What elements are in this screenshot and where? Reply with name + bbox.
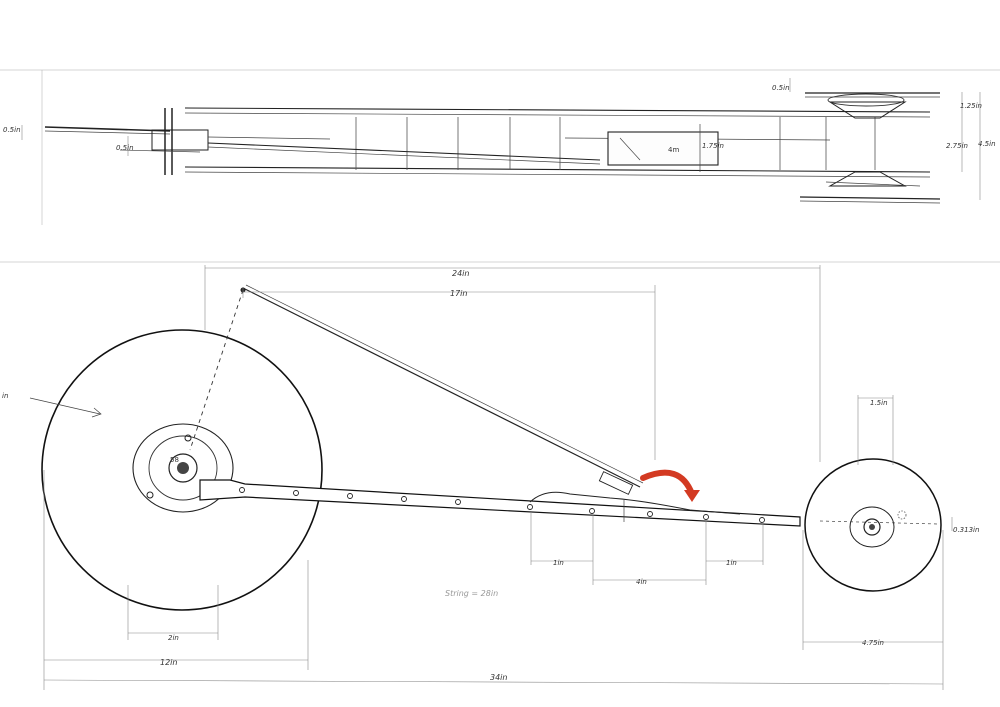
top-view: 4m 1.75in 0.5in 0.5in 0.5in 1.25in 2.75i… — [3, 78, 996, 204]
right-middle-dim: 2.75in — [946, 142, 968, 150]
large-wheel-axle — [168, 453, 198, 483]
left-span-dim: 12in — [160, 658, 177, 667]
lever-rod-edge — [245, 284, 644, 484]
axle-centerline — [819, 520, 939, 525]
lever-rod — [242, 287, 641, 488]
side-view: 58 in — [2, 265, 979, 690]
string-length-note: String = 28in — [445, 589, 498, 598]
dimension-lines — [43, 267, 953, 685]
hub-stamp: 58 — [170, 456, 179, 464]
trap-spring — [619, 137, 641, 161]
front-axle — [44, 126, 171, 132]
chassis-rail-top-inner — [184, 112, 931, 118]
lever-arm — [207, 142, 601, 161]
rear-bracket-base — [825, 181, 921, 187]
radius-leader-arrow — [91, 407, 102, 418]
trap-stamp: 4m — [668, 146, 679, 154]
rear-bracket-top — [828, 101, 907, 119]
front-bracket-base — [119, 149, 201, 153]
hub-bolt — [184, 434, 192, 442]
small-wheel-top-dim: 1.5in — [870, 399, 888, 407]
left-gap-dim: 1in — [553, 559, 564, 567]
small-wheel-axle — [863, 518, 881, 536]
mousetrap-side — [529, 491, 741, 515]
small-axle-offset-dim: 0.313in — [953, 526, 979, 534]
front-axle-edge — [44, 130, 171, 135]
chassis-rail-bottom — [184, 166, 931, 173]
chassis-rail-bottom-inner — [184, 171, 931, 178]
right-gap-dim: 1in — [726, 559, 737, 567]
front-link — [207, 136, 331, 140]
right-span-dim: 4.75in — [862, 639, 884, 647]
large-wheel-hub-inner — [148, 435, 218, 501]
large-wheel-radius-dim: in — [2, 392, 8, 400]
overall-top-dim: 24in — [452, 269, 469, 278]
rear-wheel-top — [827, 93, 905, 107]
middle-gap-dim: 4in — [636, 578, 647, 586]
small-wheel-hub — [849, 506, 895, 548]
large-wheel-axle-center — [177, 462, 189, 474]
rod-clamp — [598, 471, 634, 495]
rod-dim: 17in — [450, 289, 467, 298]
chassis-holes — [239, 487, 765, 523]
bracket-offset-dim: 0.5in — [116, 144, 134, 152]
hub-bolt — [146, 491, 154, 499]
lever-arm-edge — [207, 146, 601, 165]
right-upper-dim: 1.25in — [960, 102, 982, 110]
right-overall-dim: 4.5in — [978, 140, 996, 148]
motion-arrow — [640, 469, 695, 497]
radius-leader — [29, 397, 101, 415]
large-wheel-hub-outer — [132, 423, 234, 513]
small-wheel-axle-center — [869, 524, 875, 530]
chassis-rail-top — [184, 107, 931, 113]
front-bracket — [151, 129, 209, 151]
chassis-lattice — [355, 117, 876, 170]
extension-lines — [43, 265, 944, 690]
motion-arrow-head — [684, 490, 700, 502]
overall-bottom-dim: 34in — [490, 673, 507, 682]
rear-axle-bottom — [799, 196, 941, 200]
rear-axle-bottom-edge — [799, 200, 941, 204]
top-right-dim: 0.5in — [772, 84, 790, 92]
hub-width-dim: 2in — [168, 634, 179, 642]
rear-bracket-bottom — [828, 171, 907, 187]
axle-offset-dim: 0.5in — [3, 126, 21, 134]
box-height-dim: 1.75in — [702, 142, 724, 150]
small-wheel-peg — [897, 510, 907, 520]
